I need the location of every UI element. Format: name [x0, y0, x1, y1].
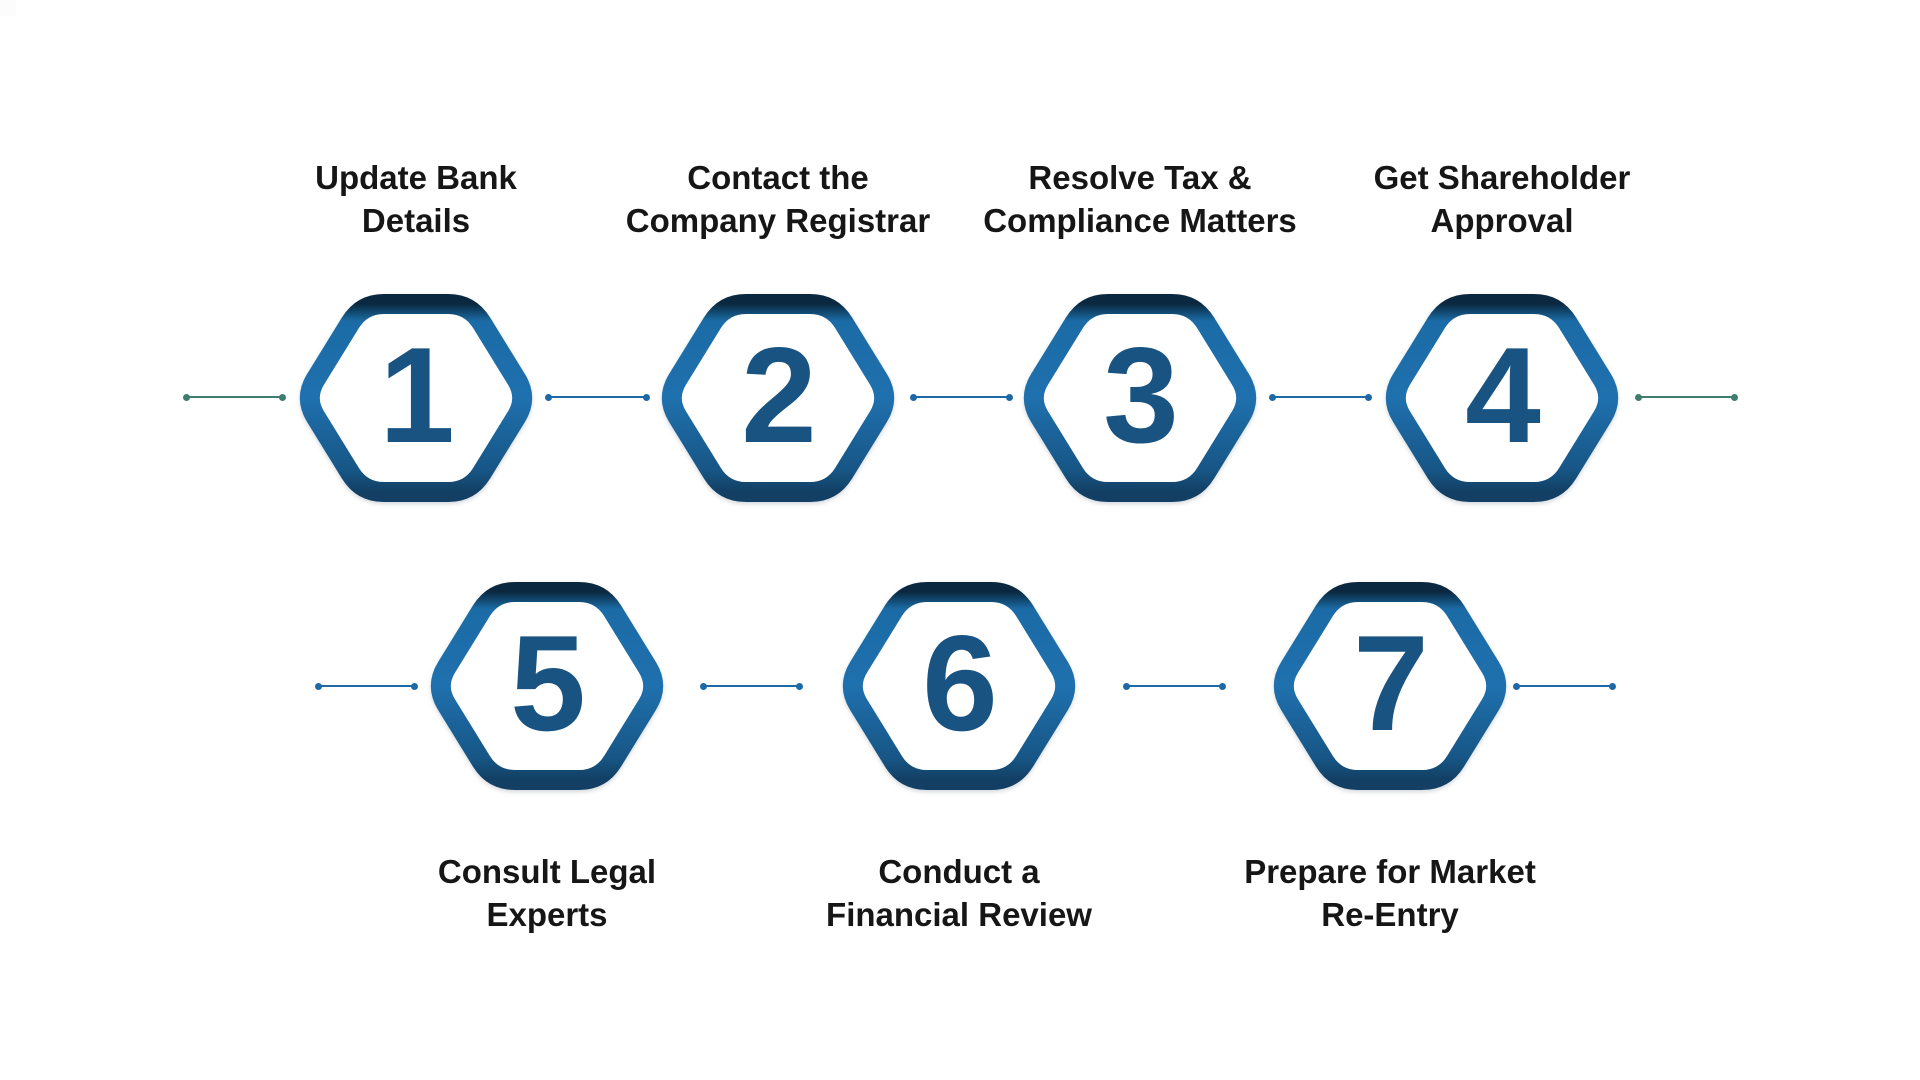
step-6-label: Conduct a Financial Review	[719, 850, 1199, 936]
step-2-label-line2: Company Registrar	[625, 202, 931, 239]
step-6-label-line1: Conduct a	[878, 853, 1040, 890]
step-7-label-line2: Re-Entry	[1321, 896, 1459, 933]
step-4-label: Get Shareholder Approval	[1262, 156, 1742, 242]
step-3-label: Resolve Tax & Compliance Matters	[900, 156, 1380, 242]
step-3-label-line1: Resolve Tax &	[1028, 159, 1252, 196]
step-3-number: 3	[1103, 319, 1179, 471]
step-7-number: 7	[1353, 607, 1429, 759]
step-3-label-line2: Compliance Matters	[983, 202, 1297, 239]
step-7-label-line1: Prepare for Market	[1244, 853, 1536, 890]
step-1-label-line1: Update Bank	[315, 159, 517, 196]
connector-row2-left-stub	[315, 682, 418, 690]
connector-step5-step6	[700, 682, 803, 690]
step-2-label: Contact the Company Registrar	[538, 156, 1018, 242]
corner-square	[0, 0, 16, 16]
connector-step1-step2	[545, 393, 650, 401]
connector-step2-step3	[910, 393, 1013, 401]
step-1-label: Update Bank Details	[176, 156, 656, 242]
step-5-number: 5	[510, 607, 586, 759]
step-6-label-line2: Financial Review	[826, 896, 1092, 933]
connector-row1-left-stub	[183, 393, 286, 401]
connector-step6-step7	[1123, 682, 1226, 690]
step-6-number: 6	[922, 607, 998, 759]
step-5-label-line2: Experts	[486, 896, 608, 933]
step-1-label-line2: Details	[361, 202, 471, 239]
step-2-label-line1: Contact the	[687, 159, 869, 196]
step-5-label-line1: Consult Legal	[437, 853, 657, 890]
connector-step3-step4	[1269, 393, 1372, 401]
step-4-label-line2: Approval	[1430, 202, 1574, 239]
step-5-label: Consult Legal Experts	[307, 850, 787, 936]
step-7-label: Prepare for Market Re-Entry	[1150, 850, 1630, 936]
step-2-number: 2	[741, 319, 817, 471]
step-1-number: 1	[379, 319, 455, 471]
step-4-number: 4	[1465, 319, 1541, 471]
step-4-label-line1: Get Shareholder	[1373, 159, 1631, 196]
connector-row1-right-stub	[1635, 393, 1738, 401]
connector-row2-right-stub	[1513, 682, 1616, 690]
